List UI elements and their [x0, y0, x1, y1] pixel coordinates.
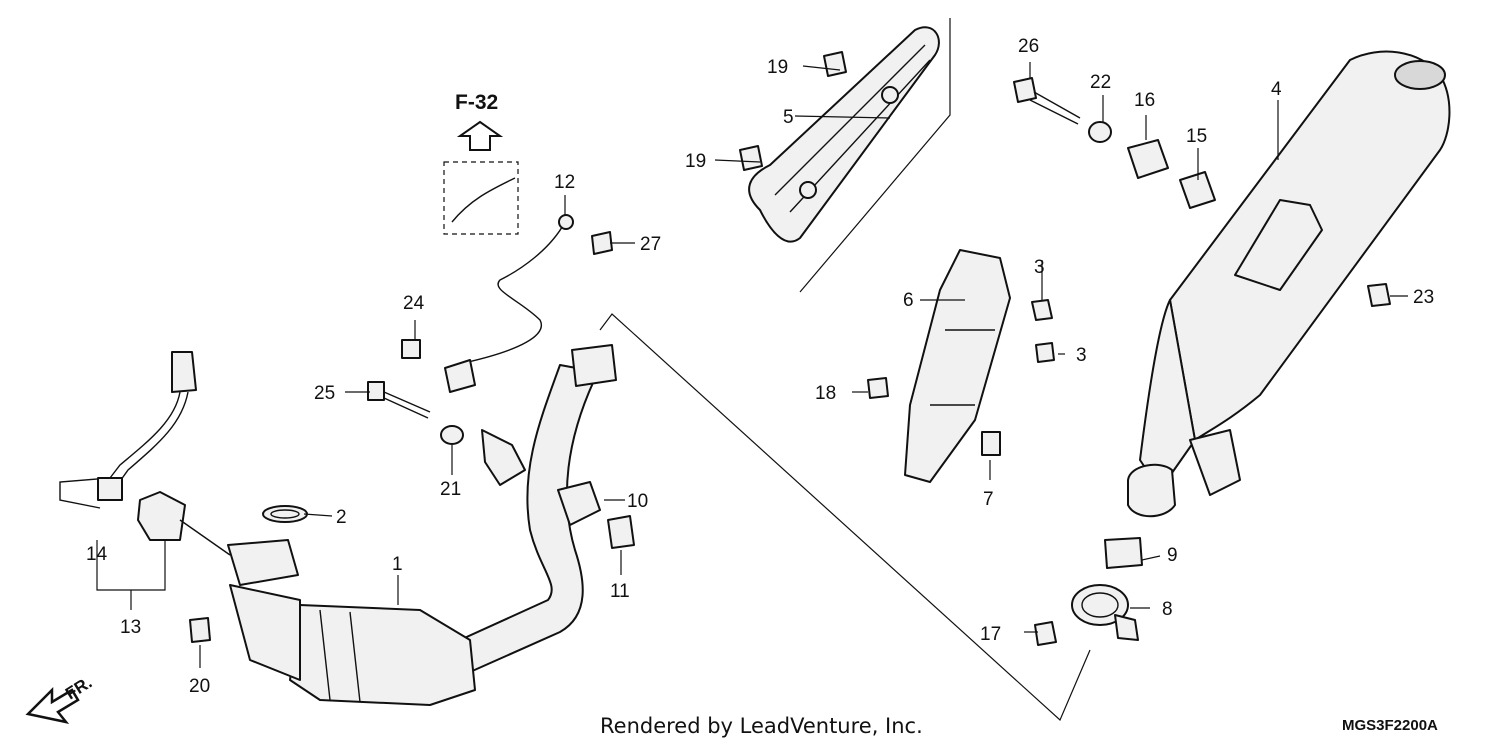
part-21-washer[interactable]: [440, 425, 464, 445]
part-2-gasket[interactable]: [262, 505, 308, 523]
callout-11: 11: [610, 581, 630, 602]
callout-16: 16: [1134, 90, 1155, 111]
part-5-heat-shield[interactable]: [748, 26, 940, 243]
callout-5: 5: [783, 107, 794, 128]
callout-14: 14: [86, 544, 108, 565]
part-24-bolt[interactable]: [401, 339, 421, 359]
callout-2: 2: [336, 507, 347, 528]
callout-6: 6: [903, 290, 914, 311]
callout-12: 12: [554, 172, 575, 193]
part-8-clamp[interactable]: [1071, 584, 1139, 641]
callout-10: 10: [627, 491, 648, 512]
part-3-nut-b[interactable]: [1035, 342, 1055, 363]
callout-21: 21: [440, 479, 461, 500]
part-7-grommet[interactable]: [981, 431, 1001, 456]
part-11-collar[interactable]: [607, 515, 635, 549]
leader-lines: [96, 62, 1408, 668]
callout-25: 25: [314, 383, 335, 404]
part-4-muffler[interactable]: [1127, 50, 1451, 518]
part-25-bolt[interactable]: [367, 381, 431, 419]
part-15-collar[interactable]: [1179, 171, 1216, 209]
callout-19b: 19: [685, 151, 706, 172]
part-12-ground-cable[interactable]: [444, 214, 574, 486]
part-10-rubber-mount[interactable]: [557, 481, 601, 526]
part-23-nut[interactable]: [1367, 283, 1391, 307]
reference-arrow-icon: [456, 120, 504, 151]
reference-inset-box: [443, 161, 519, 235]
callout-23: 23: [1413, 287, 1434, 308]
diagram-code: MGS3F2200A: [1342, 717, 1438, 734]
callout-1: 1: [392, 554, 403, 575]
callout-13: 13: [120, 617, 141, 638]
callout-18: 18: [815, 383, 836, 404]
callout-4: 4: [1271, 79, 1282, 100]
part-19-bolt-upper[interactable]: [823, 51, 847, 77]
callout-20: 20: [189, 676, 210, 697]
part-18-bolt[interactable]: [867, 377, 889, 399]
callout-22: 22: [1090, 72, 1111, 93]
callout-8: 8: [1162, 599, 1173, 620]
part-1-exhaust-pipe[interactable]: [227, 344, 617, 706]
callout-3b: 3: [1076, 345, 1087, 366]
callout-19a: 19: [767, 57, 788, 78]
part-27-screw[interactable]: [591, 231, 613, 255]
part-19-bolt-lower[interactable]: [739, 145, 763, 171]
part-3-nut-a[interactable]: [1031, 299, 1053, 321]
part-14-o2-sensor[interactable]: [59, 351, 231, 556]
callout-24: 24: [403, 293, 425, 314]
part-9-gasket[interactable]: [1104, 537, 1143, 569]
part-26-bolt[interactable]: [1013, 77, 1081, 125]
front-arrow-icon: [25, 686, 80, 724]
part-20-plug[interactable]: [189, 617, 211, 643]
callout-26: 26: [1018, 36, 1039, 57]
front-direction-indicator: FR.: [25, 673, 95, 724]
callout-3a: 3: [1034, 257, 1045, 278]
part-16-rubber[interactable]: [1127, 139, 1169, 179]
callout-9: 9: [1167, 545, 1178, 566]
reference-label: F-32: [455, 91, 498, 114]
part-17-bolt[interactable]: [1034, 621, 1057, 646]
render-credit: Rendered by LeadVenture, Inc.: [600, 714, 923, 738]
part-6-muffler-cover[interactable]: [904, 249, 1011, 483]
callout-17: 17: [980, 624, 1001, 645]
callout-27: 27: [640, 234, 661, 255]
part-22-washer[interactable]: [1088, 121, 1112, 143]
callout-15: 15: [1186, 126, 1207, 147]
callout-7: 7: [983, 489, 994, 510]
